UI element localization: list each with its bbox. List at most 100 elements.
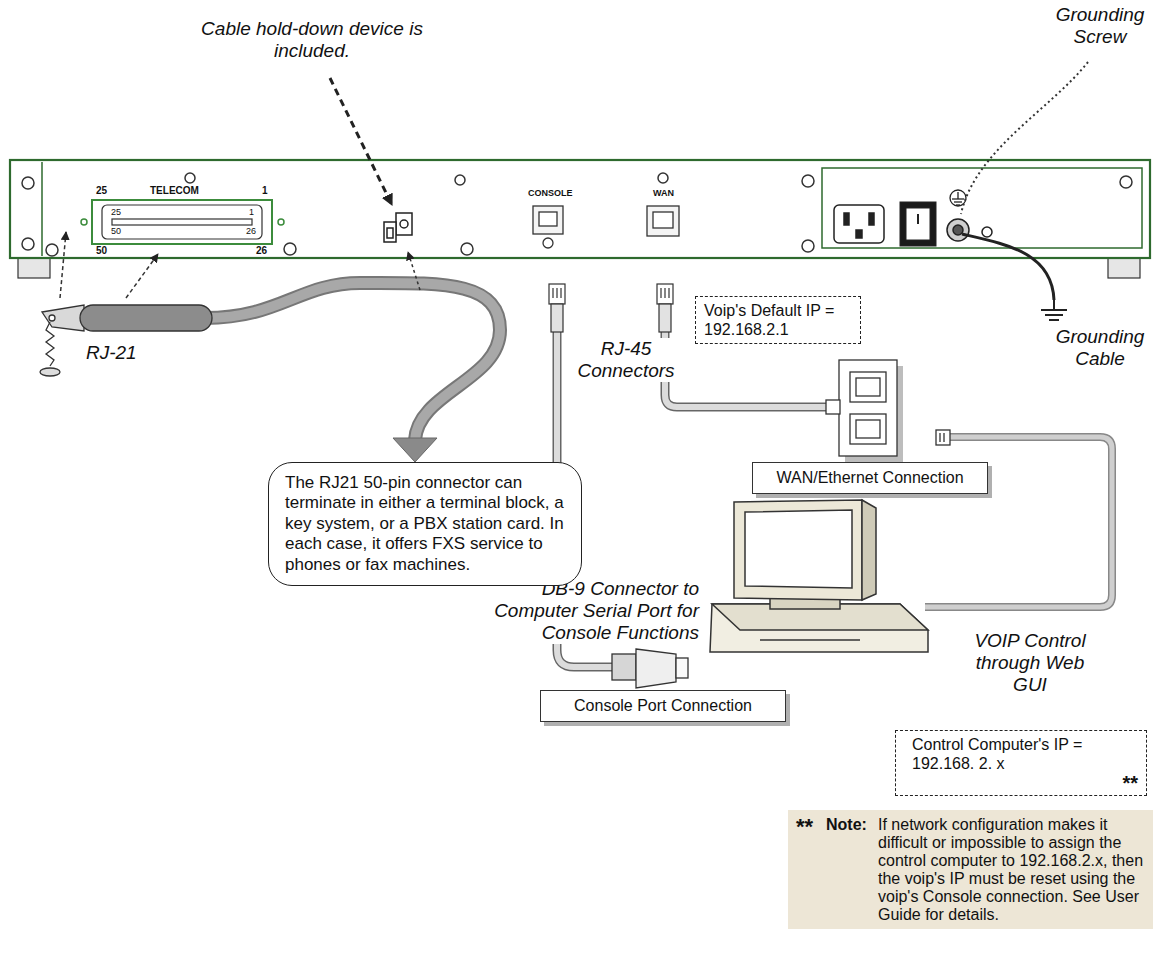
ground-symbol: [952, 198, 964, 199]
power-switch: [900, 202, 936, 246]
earth-symbol: [1045, 314, 1063, 316]
box-text: Voip's Default IP = 192.168.2.1: [704, 301, 852, 339]
console-rj45-plug: [560, 288, 561, 298]
rj21-plug: [42, 305, 84, 331]
panel-marking: 25: [111, 207, 121, 217]
grounding-cable: [962, 234, 1054, 300]
panel-marking: TELECOM: [150, 185, 199, 197]
panel-marking: 1: [262, 185, 268, 197]
telecom-connector: [102, 205, 262, 239]
ground-symbol: [956, 204, 960, 205]
wan-rj45-plug: [659, 304, 671, 332]
callout-bubble: The RJ21 50-pin connector can terminate …: [268, 462, 582, 586]
panel-housing: [822, 168, 1142, 248]
rj21-plug: [40, 368, 60, 376]
panel-screws: [22, 238, 34, 250]
panel-marking: WAN: [653, 188, 674, 198]
rj21-plug: [49, 315, 55, 321]
cable-hold-down: [387, 228, 393, 238]
wan-rj45-plug: [657, 284, 673, 332]
earth-symbol: [1041, 300, 1067, 320]
db9-connector: [612, 649, 688, 688]
control-ip-box: Control Computer's IP = 192.168. 2. x**: [895, 730, 1147, 796]
wall-jack-plate: [826, 400, 840, 414]
note-box: **Note:If network configuration makes it…: [788, 810, 1153, 929]
panel-marking: 1: [249, 207, 254, 217]
rj21-plug: [80, 305, 212, 331]
earth-symbol: [1049, 319, 1059, 321]
panel-marking: 26: [246, 226, 256, 236]
power-inlet: [869, 213, 874, 225]
panel-screws: [22, 173, 1132, 256]
console-jack: [533, 206, 563, 234]
panel-screws: [802, 240, 814, 252]
wall-jack-plate: [856, 378, 880, 396]
panel-housing: [41, 162, 43, 256]
wall-jack-plate: [936, 430, 950, 445]
default-ip-box: Voip's Default IP = 192.168.2.1: [695, 296, 861, 344]
wan-rj45-plug: [657, 284, 673, 304]
wan-rj45-plug: [660, 288, 661, 298]
earth-symbol: [1053, 300, 1055, 310]
panel-screws: [46, 244, 58, 256]
box-text: **: [796, 816, 826, 838]
panel-housing: [10, 160, 1150, 258]
panel-screws: [1120, 176, 1132, 188]
rj21-plug: [40, 305, 212, 376]
callout-label: RJ-21: [86, 342, 137, 364]
box-subtext: **: [904, 773, 1138, 793]
wall-jack-plate: [850, 414, 886, 444]
power-switch: [900, 202, 936, 246]
callout-label: DB-9 Connector to Computer Serial Port f…: [484, 578, 702, 644]
telecom-connector: [81, 200, 284, 244]
cable-hold-down: [400, 220, 408, 228]
panel-screws: [22, 177, 34, 189]
console-jack: [539, 212, 557, 226]
telecom-connector: [278, 219, 284, 225]
power-inlet: [856, 230, 862, 238]
panel-housing: [1108, 256, 1140, 278]
box-subtext: Note:: [826, 816, 878, 834]
ground-symbol: [957, 192, 958, 199]
db9-connector: [636, 649, 676, 688]
wan-rj45-plug: [664, 288, 665, 298]
console-rj45-plug: [549, 284, 565, 332]
wan-rj45-plug: [668, 288, 669, 298]
console-jack: [533, 206, 563, 248]
rj21-cable: [205, 283, 500, 440]
panel-housing: [10, 160, 1150, 278]
callout-label: Cable hold-down device is included.: [192, 18, 432, 62]
console-rj45-plug: [551, 304, 563, 332]
grounding-screw: [947, 219, 992, 241]
power-switch: [906, 208, 930, 240]
wall-jack-plate: [850, 372, 886, 402]
box-text: Control Computer's IP = 192.168. 2. x: [904, 735, 1098, 773]
panel-screws: [461, 243, 473, 255]
wan-cable: [665, 330, 1112, 607]
rj21-cable: [205, 283, 500, 462]
power-inlet: [834, 205, 884, 243]
control-computer: [862, 500, 876, 600]
rj21-screw-leader: [60, 232, 66, 298]
telecom-connector: [81, 219, 87, 225]
wall-jack-plate: [839, 360, 897, 456]
wall-jack-plate: [856, 420, 880, 438]
caption-box: WAN/Ethernet Connection: [752, 462, 988, 494]
callout-label: Grounding Screw: [1045, 4, 1155, 48]
console-rj45-plug: [549, 284, 565, 304]
rj21-cable: [393, 438, 437, 462]
box-text: The RJ21 50-pin connector can terminate …: [285, 473, 565, 575]
callout-label: VOIP Control through Web GUI: [960, 630, 1100, 696]
wall-jack-plate: [943, 433, 944, 442]
console-rj45-plug: [552, 288, 553, 298]
rj21-plug: [46, 322, 54, 366]
control-computer: [760, 639, 860, 641]
panel-marking: CONSOLE: [528, 188, 573, 198]
box-text: WAN/Ethernet Connection: [761, 469, 979, 487]
earth-symbol: [1041, 309, 1067, 311]
cable-hold-down: [384, 222, 396, 242]
grounding-screw: [982, 227, 992, 237]
panel-screws: [455, 175, 465, 185]
power-inlet: [844, 213, 849, 225]
